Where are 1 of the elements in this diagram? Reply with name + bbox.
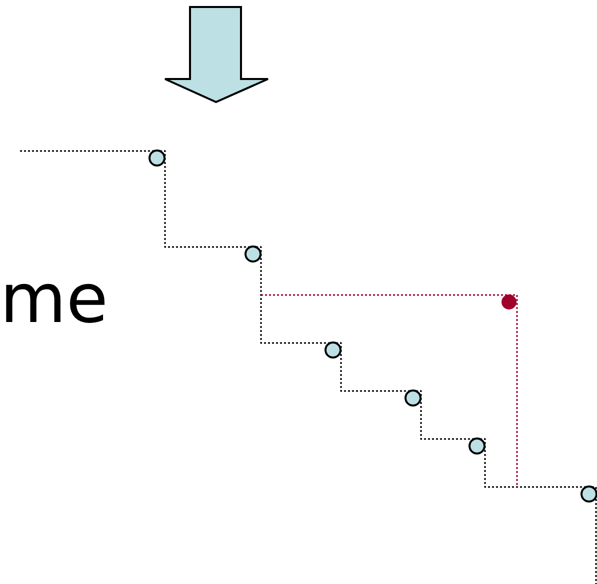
axis-label: me bbox=[0, 260, 108, 339]
